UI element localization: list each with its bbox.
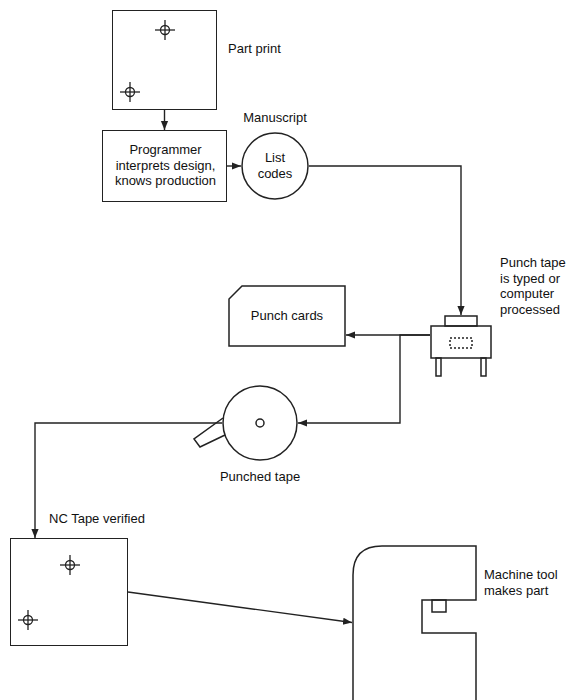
node-caption: Machine tool makes part bbox=[484, 567, 576, 598]
manuscript-circle: ManuscriptList codes bbox=[241, 132, 309, 200]
node-caption: Punch tape is typed or computer processe… bbox=[500, 255, 576, 317]
verified-print: NC Tape verified bbox=[10, 538, 128, 646]
flow-arrow bbox=[298, 335, 430, 423]
part-print: Part print bbox=[112, 10, 217, 110]
tape-reel: Punched tape bbox=[222, 385, 298, 461]
punch-cards: Punch cards bbox=[228, 285, 346, 347]
flow-arrow bbox=[164, 110, 165, 130]
node-caption: NC Tape verified bbox=[49, 511, 199, 527]
node-caption: Part print bbox=[228, 41, 308, 57]
node-label: List codes bbox=[250, 150, 300, 181]
tape-punch-machine-outline bbox=[430, 315, 492, 377]
node-label: Punch cards bbox=[234, 308, 340, 324]
process-box: Programmer interprets design, knows prod… bbox=[102, 130, 227, 202]
tape-reel-outline bbox=[222, 385, 298, 461]
hole-symbol bbox=[60, 555, 80, 575]
hole-symbol bbox=[155, 20, 175, 40]
tape-punch-machine: Punch tape is typed or computer processe… bbox=[430, 315, 492, 377]
machine-tool: Machine tool makes part bbox=[352, 545, 477, 700]
hole-symbol bbox=[18, 610, 38, 630]
machine-tool-outline bbox=[352, 545, 477, 700]
flow-arrow bbox=[35, 423, 222, 538]
flow-arrow bbox=[309, 166, 461, 315]
flow-arrow bbox=[128, 592, 352, 623]
node-caption: Manuscript bbox=[225, 110, 325, 126]
flow-arrow bbox=[227, 165, 241, 166]
hole-symbol bbox=[120, 82, 140, 102]
node-label: Programmer interprets design, knows prod… bbox=[109, 142, 222, 189]
node-caption: Punched tape bbox=[210, 469, 310, 485]
